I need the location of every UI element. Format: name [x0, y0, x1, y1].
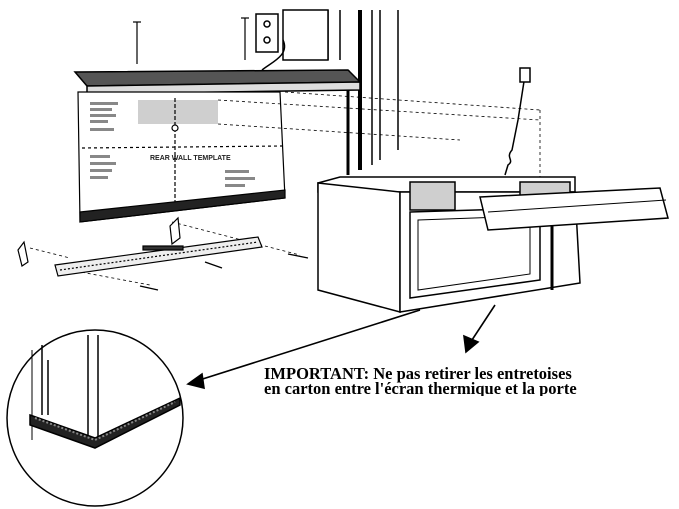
- mounting-plate: [54, 236, 263, 277]
- wall-cabinet: [282, 9, 399, 175]
- important-note-line2: en carton entre l'écran thermique et la …: [264, 379, 577, 396]
- outlet-icon: [255, 13, 286, 71]
- screw-icon: [133, 17, 249, 64]
- detail-callout: [6, 329, 184, 507]
- rear-wall-template: [77, 91, 286, 223]
- cabinet-bottom: [73, 69, 362, 95]
- power-cord: [504, 67, 531, 176]
- clip-icon: [17, 216, 181, 267]
- arrow-icon: [186, 304, 496, 390]
- microwave: [317, 176, 669, 313]
- important-note-line1: IMPORTANT: Ne pas retirer les entretoise…: [264, 366, 572, 383]
- template-label: REAR WALL TEMPLATE: [150, 155, 231, 162]
- screw-icon: [139, 253, 309, 291]
- important-note: IMPORTANT: Ne pas retirer les entretoise…: [264, 366, 679, 396]
